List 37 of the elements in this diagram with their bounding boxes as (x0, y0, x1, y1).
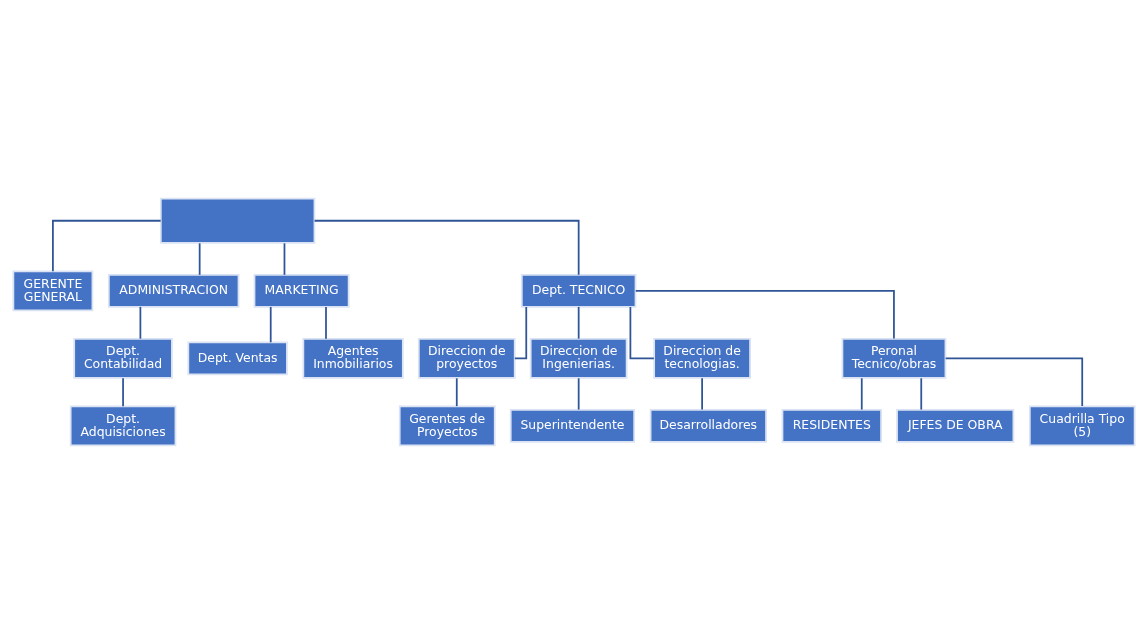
connector (629, 306, 655, 360)
node-box: Dept. TECNICO (520, 274, 637, 308)
connector (577, 377, 580, 411)
node-box: Cuadrilla Tipo (5) (1028, 405, 1136, 447)
connector (860, 377, 863, 411)
node-box (159, 197, 316, 244)
connector (577, 306, 580, 340)
node-box: RESIDENTES (781, 409, 882, 443)
node-box: Dept. Ventas (187, 341, 288, 376)
node-box: Dept. Contabilidad (73, 338, 173, 379)
node-box: Direccion de Ingenierias. (529, 338, 628, 379)
node-box: JEFES DE OBRA (896, 409, 1015, 443)
connector (634, 290, 895, 340)
connector (313, 219, 580, 276)
node-box: Direccion de tecnologias. (653, 338, 751, 379)
connector (198, 242, 201, 276)
connector (52, 219, 162, 273)
connector (513, 306, 528, 360)
connector (455, 377, 458, 408)
node-box: Superintendente (509, 409, 636, 443)
connector (269, 306, 272, 344)
node-box: GERENTE GENERAL (12, 270, 94, 312)
connector (283, 242, 286, 276)
node-box: Peronal Tecnico/obras (841, 338, 947, 379)
node-box: MARKETING (253, 274, 350, 308)
connector (944, 357, 1084, 407)
node-box: Gerentes de Proyectos (398, 405, 496, 447)
node-box: Direccion de proyectos (417, 338, 516, 379)
connector (325, 306, 327, 340)
node-box: ADMINISTRACION (107, 274, 240, 308)
connector (701, 377, 703, 411)
node-box: Dept. Adquisiciones (69, 405, 177, 447)
connector (139, 306, 142, 340)
connector (920, 377, 923, 411)
node-box: Desarrolladores (649, 409, 767, 443)
node-box: Agentes Inmobiliarios (302, 338, 404, 379)
connector (122, 377, 124, 408)
